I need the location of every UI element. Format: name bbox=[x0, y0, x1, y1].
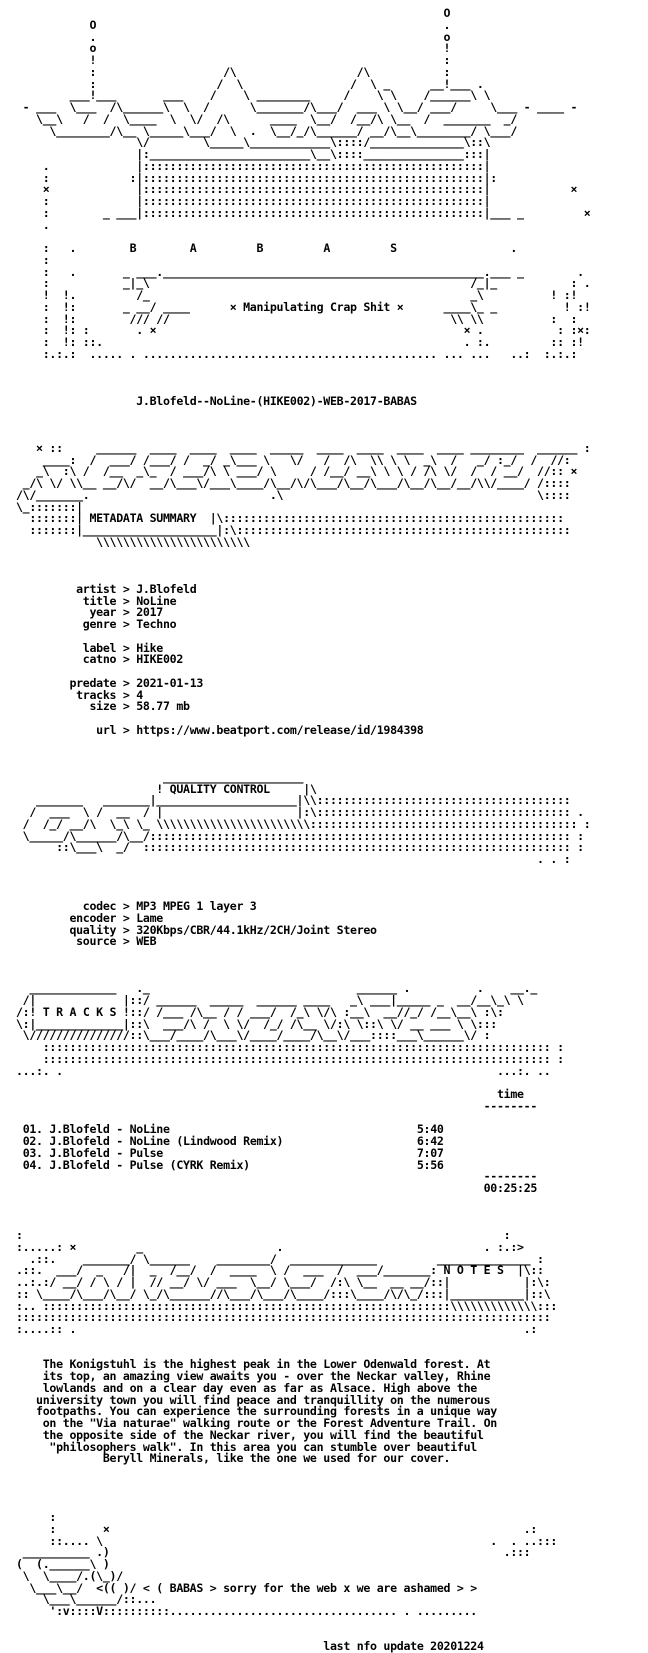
notes-line-6: on the "Via naturae" walking route or th… bbox=[42, 1416, 498, 1430]
encoder-value: Lame bbox=[136, 910, 163, 925]
group-letter-4: A bbox=[323, 241, 331, 255]
tracks-title: T R A C K S bbox=[42, 1004, 117, 1019]
title-value: NoLine bbox=[136, 593, 177, 608]
group-letter-3: B bbox=[256, 241, 264, 255]
notes-line-9: Beryll Minerals, like the one we used fo… bbox=[102, 1451, 451, 1466]
label-value: Hike bbox=[136, 640, 163, 655]
signoff-text: < ( BABAS > sorry for the web x we are a… bbox=[142, 1580, 477, 1595]
notes-line-2: its top, an amazing view awaits you - ov… bbox=[42, 1369, 491, 1383]
quality-value: 320Kbps/CBR/44.1kHz/2CH/Joint Stereo bbox=[136, 922, 377, 937]
metadata-header-art: × :: ______ ____ ____ ____ _____ ____ __… bbox=[16, 440, 591, 514]
track-row-1: 01. J.Blofeld - NoLine 5:40 bbox=[22, 1122, 444, 1137]
year-value: 2017 bbox=[136, 605, 163, 620]
group-letters: : . B A B A S . bbox=[16, 241, 518, 255]
notes-line-5: footpaths. You can experience the surrou… bbox=[36, 1404, 497, 1419]
group-letter-5: S bbox=[390, 241, 397, 255]
footer-art: : : × .: ::.... \ . . ..::: __________ .… bbox=[16, 1510, 558, 1583]
group-letter-1: B bbox=[129, 241, 137, 255]
size-value: 58.77 mb bbox=[136, 699, 190, 714]
update-line: last nfo update 20201224 bbox=[16, 1639, 648, 1653]
logo-art: O O . . o o ! bbox=[22, 6, 591, 232]
codec-value: MP3 MPEG 1 layer 3 bbox=[136, 899, 257, 913]
quality-fields: codec > MP3 MPEG 1 layer 3 encoder > Lam… bbox=[16, 899, 377, 949]
time-header: time bbox=[496, 1087, 524, 1101]
artist-value: J.Blofeld bbox=[136, 581, 197, 596]
notes-line-4: university town you will find peace and … bbox=[36, 1392, 491, 1407]
quality-header-art: _____________________ ! QUALITY CONTROL … bbox=[22, 769, 591, 866]
notes-line-3: lowlands and on a clear day even as far … bbox=[42, 1380, 478, 1395]
notes-header-art: : : :.....: × _ . . :.:> .::. _______/ \… bbox=[16, 1228, 558, 1336]
group-letter-2: A bbox=[189, 241, 197, 255]
metadata-fields: artist > J.Blofeld title > NoLine year >… bbox=[16, 581, 424, 737]
tracks-header-art: _____________ ._ ______ . . __._ /| |::/… bbox=[16, 981, 564, 1078]
catno-value: HIKE002 bbox=[136, 652, 184, 667]
metadata-title-line: :::::::| METADATA SUMMARY |\::::::::::::… bbox=[16, 511, 571, 549]
notes-line-1: The Konigstuhl is the highest peak in th… bbox=[42, 1357, 491, 1372]
genre-value: Techno bbox=[136, 617, 177, 631]
track-row-4: 04. J.Blofeld - Pulse (CYRK Remix) 5:56 bbox=[22, 1157, 444, 1172]
track-row-2: 02. J.Blofeld - NoLine (Lindwood Remix) … bbox=[22, 1134, 444, 1148]
logo-frame: : : . _ ___.____________________________… bbox=[42, 252, 591, 361]
notes-line-8: "philosophers walk". In this area you ca… bbox=[49, 1439, 477, 1454]
metadata-title: METADATA SUMMARY bbox=[89, 511, 197, 526]
tracks-list: time -------- 01. J.Blofeld - NoLine 5:4… bbox=[22, 1087, 538, 1195]
source-value: WEB bbox=[136, 934, 157, 949]
tagline: × Manipulating Crap Shit × bbox=[229, 299, 404, 314]
footer-signoff: \___\__/ <(( )/ < ( BABAS > sorry for th… bbox=[16, 1580, 477, 1618]
track-row-3: 03. J.Blofeld - Pulse 7:07 bbox=[22, 1145, 444, 1160]
update-text: last nfo update 20201224 bbox=[323, 1639, 484, 1653]
url-value: https://www.beatport.com/release/id/1984… bbox=[136, 722, 424, 737]
predate-value: 2021-01-13 bbox=[136, 675, 204, 690]
release-name: J.Blofeld--NoLine-(HIKE002)-WEB-2017-BAB… bbox=[136, 393, 417, 408]
total-time: 00:25:25 bbox=[483, 1181, 538, 1195]
notes-line-7: the opposite side of the Neckar river, y… bbox=[42, 1427, 484, 1442]
quality-title: QUALITY CONTROL bbox=[169, 781, 271, 796]
tracks-value: 4 bbox=[136, 687, 143, 702]
notes-body: The Konigstuhl is the highest peak in th… bbox=[16, 1357, 648, 1466]
notes-title: N O T E S bbox=[443, 1263, 504, 1278]
